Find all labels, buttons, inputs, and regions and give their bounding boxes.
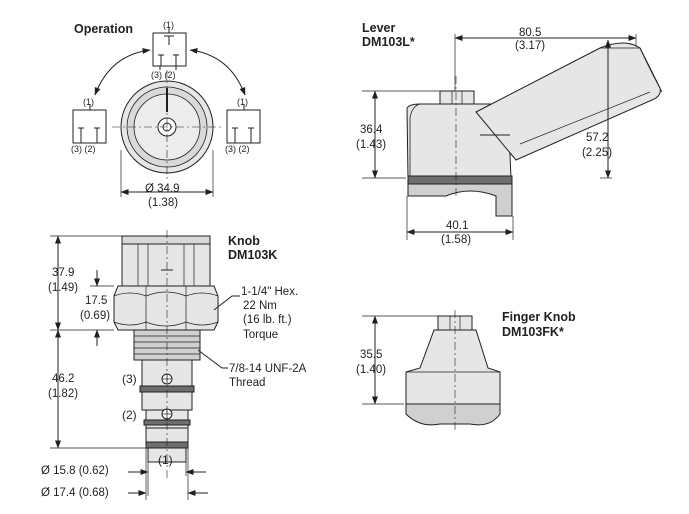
knob-side-view: Knob DM103K (3) — [41, 230, 307, 500]
rotation-arrow-left — [94, 47, 151, 96]
diameter-2: Ø 17.4 (0.68) — [41, 487, 109, 499]
knob-diameter-mm: Ø 34.9 — [145, 183, 180, 195]
lever-base-in: (1.58) — [441, 234, 471, 246]
knob-port-1: (1) — [158, 453, 173, 467]
knob-diameter-in: (1.38) — [148, 197, 178, 209]
knob-title: Knob — [228, 234, 260, 248]
diameter-1: Ø 15.8 (0.62) — [41, 465, 109, 477]
finger-knob-title: Finger Knob — [502, 310, 576, 324]
lever-height-in: (1.43) — [356, 139, 386, 151]
hex-note-line1: 1-1/4" Hex. — [241, 286, 298, 298]
switch-symbol-left: (1) (3) (2) — [71, 97, 107, 154]
knob-port-2: (2) — [122, 408, 137, 422]
hex-note-line2: 22 Nm — [243, 300, 277, 312]
lever-view: Lever DM103L* 80.5 (3.17) 36.4 (1.43) 57… — [356, 21, 663, 246]
knob-height-in: (1.49) — [48, 282, 78, 294]
lever-total-height-mm: 57.2 — [586, 132, 608, 144]
finger-knob-height-in: (1.40) — [356, 364, 386, 376]
knob-hex-height-mm: 17.5 — [85, 295, 107, 307]
lever-base-mm: 40.1 — [446, 220, 468, 232]
lever-width-mm: 80.5 — [519, 27, 541, 39]
lever-width-in: (3.17) — [515, 40, 545, 52]
knob-lower-mm: 46.2 — [52, 373, 74, 385]
operation-view: Operation (1) (3) (2) (1) — [71, 20, 261, 209]
operation-title: Operation — [74, 22, 133, 36]
top-port-1: (1) — [163, 20, 174, 30]
thread-note-line2: Thread — [229, 377, 265, 389]
left-port-1: (1) — [83, 97, 94, 107]
right-port-1: (1) — [237, 97, 248, 107]
knob-top-view: Ø 34.9 (1.38) — [112, 70, 222, 209]
knob-lower-in: (1.82) — [48, 388, 78, 400]
lever-model: DM103L* — [362, 35, 415, 49]
thread-note-line1: 7/8-14 UNF-2A — [229, 363, 307, 375]
top-ports-3-2: (3) (2) — [151, 70, 176, 80]
right-ports-3-2: (3) (2) — [225, 144, 250, 154]
knob-port-3: (3) — [122, 372, 137, 386]
switch-symbol-right: (1) (3) (2) — [225, 97, 261, 154]
finger-knob-model: DM103FK* — [502, 325, 564, 339]
left-ports-3-2: (3) (2) — [71, 144, 96, 154]
knob-height-mm: 37.9 — [52, 267, 74, 279]
hex-note-line4: Torque — [243, 329, 278, 341]
lever-height-mm: 36.4 — [360, 124, 383, 136]
switch-symbol-top: (1) (3) (2) — [151, 20, 187, 80]
finger-knob-view: Finger Knob DM103FK* 35.5 (1.40) — [356, 310, 576, 430]
knob-hex-height-in: (0.69) — [80, 310, 110, 322]
hex-note-line3: (16 lb. ft.) — [243, 314, 292, 326]
finger-knob-height-mm: 35.5 — [360, 349, 382, 361]
lever-total-height-in: (2.25) — [582, 147, 612, 159]
lever-title: Lever — [362, 21, 395, 35]
rotation-arrow-right — [189, 47, 246, 96]
knob-model: DM103K — [228, 248, 277, 262]
